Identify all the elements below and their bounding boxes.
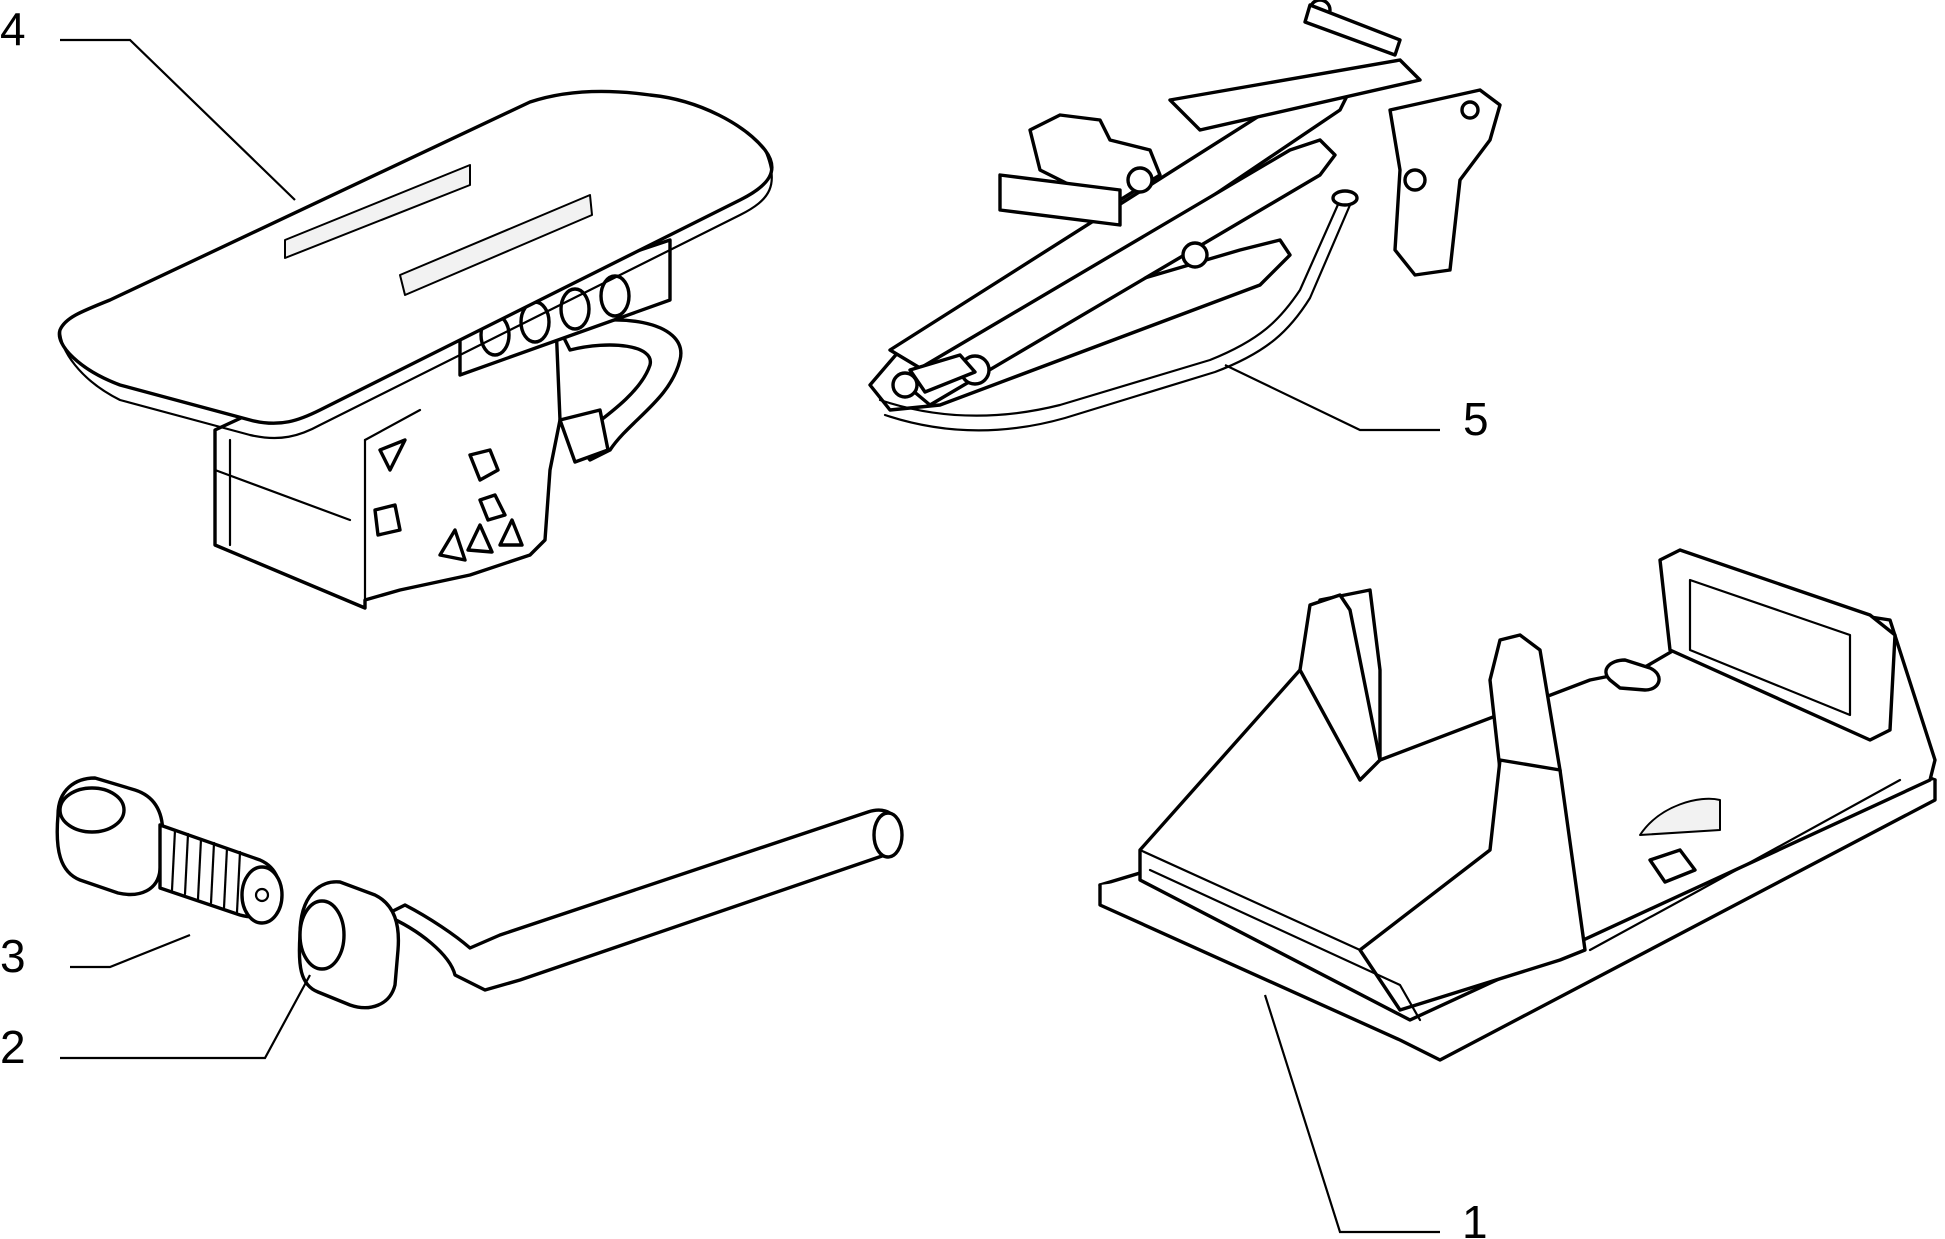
leader-line-2 xyxy=(60,974,311,1060)
leader-line-3 xyxy=(70,933,191,969)
leader-line-4 xyxy=(60,38,296,201)
callout-label-2: 2 xyxy=(0,1021,26,1073)
part-1-base-tray xyxy=(1098,548,1937,1062)
callout-label-5: 5 xyxy=(1463,393,1489,445)
callout-labels: 4 5 3 2 1 xyxy=(0,3,1489,1239)
callout-label-3: 3 xyxy=(0,930,26,982)
callout-label-4: 4 xyxy=(0,3,26,55)
part-2-wheel-wrench xyxy=(297,808,904,1010)
leader-lines xyxy=(60,38,1440,1234)
part-3-socket-adapter xyxy=(55,776,284,925)
part-5-scissor-jack xyxy=(868,0,1502,432)
leader-line-5 xyxy=(1224,364,1440,432)
part-4-tool-holder xyxy=(57,89,774,610)
leader-line-1 xyxy=(1263,994,1440,1234)
callout-label-1: 1 xyxy=(1462,1196,1488,1239)
